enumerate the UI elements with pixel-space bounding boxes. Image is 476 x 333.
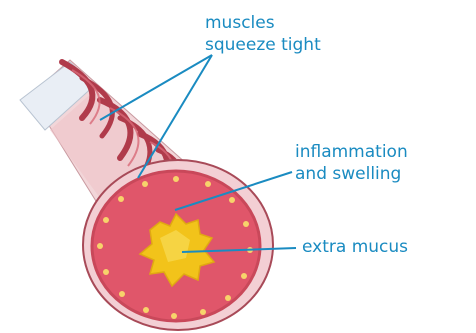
label-mucus: extra mucus	[302, 236, 408, 258]
label-inflammation-line1: inflammation	[295, 141, 408, 163]
label-inflammation: inflammation and swelling	[295, 141, 408, 185]
leader-muscles-1	[100, 55, 212, 120]
label-muscles-line1: muscles	[205, 12, 321, 34]
label-inflammation-line2: and swelling	[295, 163, 408, 185]
airway-cross-section	[83, 160, 273, 330]
label-muscles-line2: squeeze tight	[205, 34, 321, 56]
label-muscles: muscles squeeze tight	[205, 12, 321, 56]
